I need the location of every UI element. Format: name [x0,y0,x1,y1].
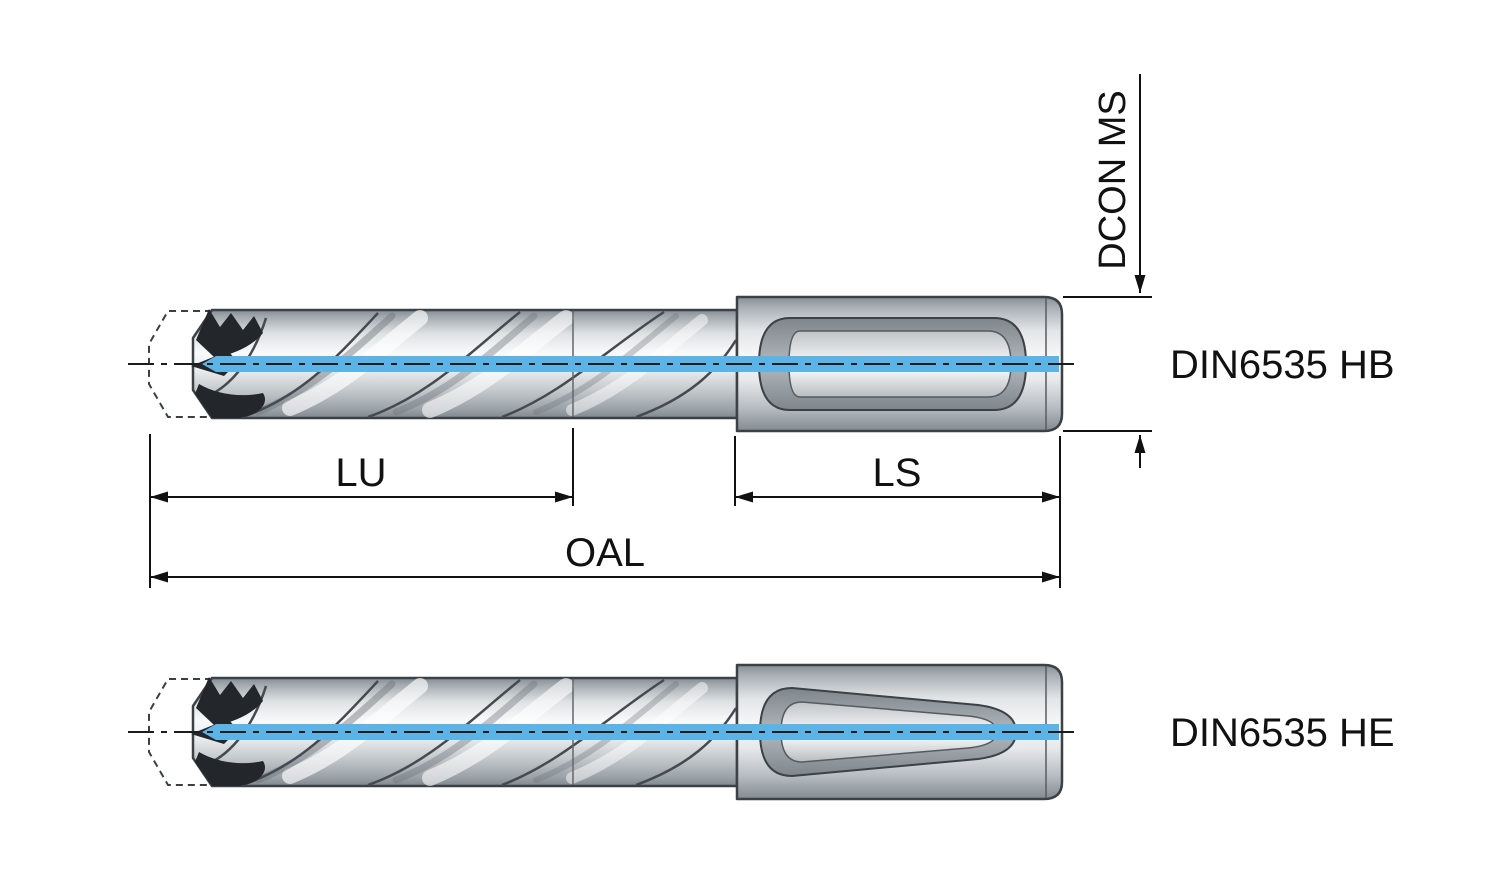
dimensions [149,74,1152,588]
drill-illustration-he [127,665,1079,799]
drill-illustration-hb [127,297,1079,431]
label-lu: LU [335,451,386,495]
label-din6535-he: DIN6535 HE [1170,711,1395,755]
label-oal: OAL [565,531,645,575]
coolant-centerline-he [127,723,1079,741]
coolant-centerline-hb [127,355,1079,373]
label-din6535-hb: DIN6535 HB [1170,343,1395,387]
label-ls: LS [873,451,922,495]
label-dcon-ms: DCON MS [1092,90,1134,269]
